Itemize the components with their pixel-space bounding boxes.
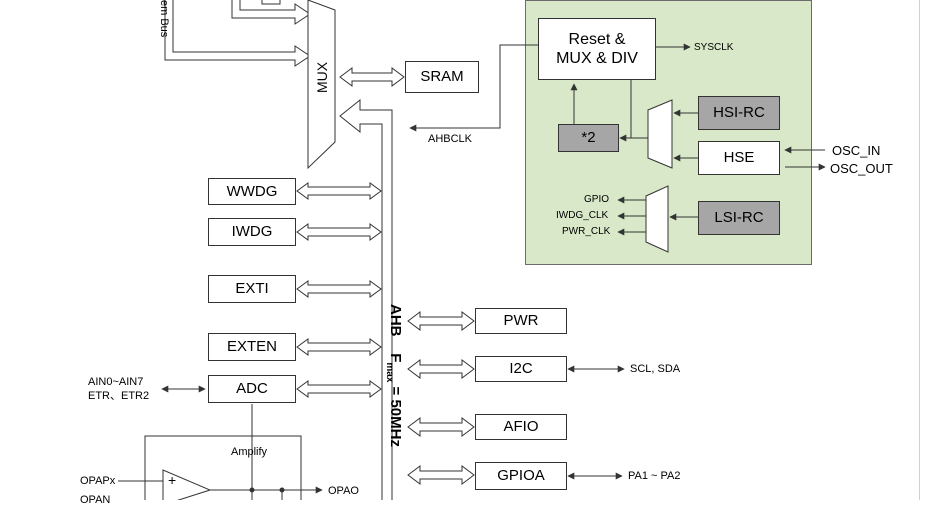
arrow-exten [296, 338, 382, 356]
adc-block: ADC [208, 375, 296, 403]
lsi-rc-block: LSI-RC [698, 201, 780, 235]
sram-block: SRAM [405, 61, 479, 93]
afio-block: AFIO [475, 414, 567, 440]
system-bus-label: em Bus [158, 0, 170, 38]
adc-input-label-1: AIN0~AIN7 [88, 376, 144, 388]
arrow-afio [407, 417, 475, 437]
pwr-block: PWR [475, 308, 567, 334]
reset-mux-div-line1: Reset & [568, 30, 626, 48]
opa-plus-sign: + [168, 472, 177, 488]
arrow-i2c [407, 359, 475, 379]
exten-block: EXTEN [208, 333, 296, 361]
wwdg-block: WWDG [208, 178, 296, 205]
mux-shape [307, 0, 336, 170]
page-border [919, 0, 920, 500]
i2c-signals-label: SCL, SDA [630, 363, 681, 375]
osc-in-label: OSC_IN [832, 143, 881, 158]
reset-mux-div-block: Reset & MUX & DIV [538, 18, 656, 80]
hsi-rc-block: HSI-RC [698, 96, 780, 130]
opa-amplify-label: Amplify [231, 446, 268, 458]
osc-out-label: OSC_OUT [830, 161, 893, 176]
opa-output-label: OPAO [328, 485, 359, 497]
pll-x2-block: *2 [558, 124, 619, 152]
arrow-adc [296, 380, 382, 398]
arrow-gpioa [407, 465, 475, 485]
mux-label: MUX [314, 61, 330, 93]
ahb-up-arrow [339, 98, 393, 500]
hse-block: HSE [698, 141, 780, 175]
ahb-name: AHB [387, 304, 404, 337]
opa-junction-1 [249, 487, 255, 493]
ahb-fmax-value: = 50MHz [387, 382, 404, 447]
ahbclk-label: AHBCLK [428, 133, 473, 145]
reset-mux-div-line2: MUX & DIV [556, 50, 638, 67]
ahb-bus-label: AHB Fmax = 50MHz [384, 304, 404, 447]
arrow-pwr [407, 311, 475, 331]
iwdg-clk-label: IWDG_CLK [556, 210, 609, 221]
opa-input-n-label: OPAN [80, 494, 111, 506]
adc-input-label-2: ETR、ETR2 [88, 390, 150, 402]
exti-block: EXTI [208, 275, 296, 303]
bus-arrow-top-2 [261, 0, 281, 5]
reset-to-mux-line [619, 80, 632, 142]
clock-mux-hs [647, 99, 673, 169]
sysclk-label: SYSCLK [694, 42, 734, 53]
iwdg-block: IWDG [208, 218, 296, 246]
arrow-iwdg [296, 223, 382, 241]
ahb-fmax-prefix: F [387, 353, 404, 363]
ahb-fmax-sub: max [384, 362, 395, 383]
mux-sram-arrow [339, 67, 405, 87]
clock-mux-ls [645, 185, 669, 253]
arrow-exti [296, 280, 382, 298]
i2c-block: I2C [475, 356, 567, 382]
opa-input-p-label: OPAPx [80, 475, 116, 487]
ahbclk-line [409, 44, 538, 132]
pwr-clk-label: PWR_CLK [562, 226, 611, 237]
opa-block [144, 435, 302, 500]
gpioa-pins-label: PA1 ~ PA2 [628, 470, 681, 482]
gpio-clk-label: GPIO [584, 194, 610, 205]
arrow-wwdg [296, 182, 382, 200]
opa-triangle [162, 469, 212, 500]
gpioa-block: GPIOA [475, 462, 567, 490]
